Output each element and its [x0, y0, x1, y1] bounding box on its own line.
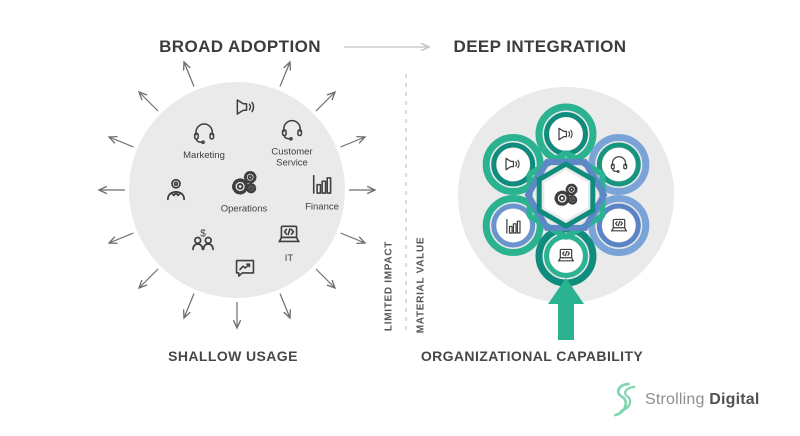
people-dollar-icon: $ [188, 225, 218, 255]
left-title: BROAD ADOPTION [159, 37, 321, 56]
logo-text-primary: Strolling [645, 391, 705, 408]
people-dollar-item: $ [188, 225, 218, 255]
customer-service-item: Customer Service [261, 117, 323, 170]
it-item: IT [275, 221, 303, 265]
gears-icon [227, 167, 260, 200]
up-arrow-icon [548, 278, 584, 340]
right-caption: ORGANIZATIONAL CAPABILITY [420, 348, 644, 364]
radial-arrows [97, 60, 377, 330]
finance-label: Finance [305, 201, 339, 213]
logo: Strolling Digital [606, 381, 760, 419]
it-label: IT [284, 253, 294, 265]
gears-icon [551, 180, 582, 211]
headset-icon [609, 154, 630, 175]
marketing-item: Marketing [183, 120, 225, 162]
svg-text:$: $ [200, 229, 206, 240]
chat-chart-item [232, 256, 259, 283]
left-caption: SHALLOW USAGE [168, 348, 298, 364]
laptop-code-icon [609, 216, 630, 237]
speaker-icon [233, 94, 259, 120]
chat-chart-icon [232, 256, 259, 283]
announcement-item [233, 94, 259, 120]
bar-chart-icon [309, 171, 336, 198]
speaker-icon [556, 124, 577, 145]
strolling-digital-logo-icon [614, 382, 636, 417]
finance-item: Finance [305, 171, 339, 214]
header-arrow-icon [344, 42, 431, 52]
operations-item: Operations [221, 167, 267, 216]
laptop-code-icon [556, 246, 577, 267]
headset-icon [191, 120, 217, 146]
person-item [161, 175, 191, 205]
material-value-label: MATERIAL VALUE [415, 236, 427, 334]
marketing-label: Marketing [183, 150, 225, 162]
laptop-code-icon [275, 221, 303, 249]
headset-icon [279, 117, 305, 143]
logo-text-secondary: Digital [709, 391, 760, 408]
logo-text: Strolling Digital [645, 391, 760, 409]
person-icon [161, 175, 191, 205]
speaker-icon [503, 154, 524, 175]
limited-impact-label: LIMITED IMPACT [383, 240, 395, 332]
customer-service-label: Customer Service [271, 146, 313, 169]
bar-chart-icon [503, 216, 524, 237]
right-title: DEEP INTEGRATION [453, 37, 627, 56]
divider-dashed-line [405, 74, 407, 334]
operations-label: Operations [220, 203, 268, 215]
